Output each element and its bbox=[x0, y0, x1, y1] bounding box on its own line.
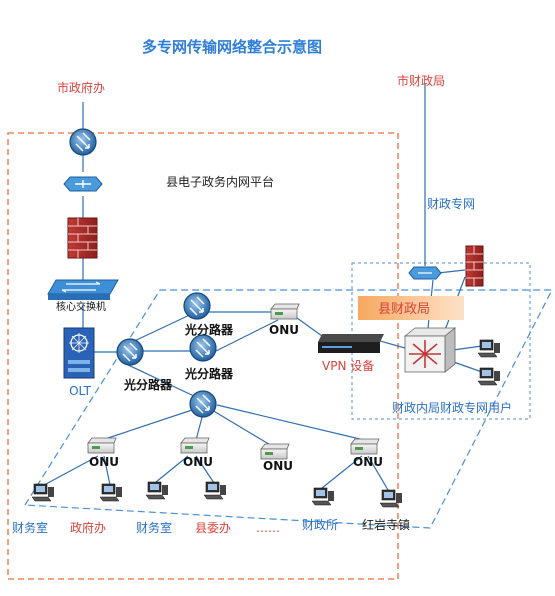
computer-icon bbox=[31, 483, 55, 502]
finance-net-label: 财政专网 bbox=[427, 196, 475, 211]
core-switch-label: 核心交换机 bbox=[56, 300, 106, 313]
splitter-a-icon bbox=[183, 292, 211, 320]
firewall-icon bbox=[67, 217, 98, 259]
computer-icon bbox=[99, 483, 123, 502]
onu-2-label: ONU bbox=[183, 455, 213, 469]
platform-label: 县电子政务内网平台 bbox=[166, 174, 274, 189]
computer-icon bbox=[145, 481, 169, 500]
platform-frame bbox=[7, 132, 399, 580]
splitter-main-icon bbox=[116, 338, 144, 366]
endpoint-label: 财务室 bbox=[12, 520, 48, 535]
finance-hub-icon bbox=[408, 266, 442, 280]
endpoint-label: 红岩寺镇 bbox=[362, 517, 410, 532]
endpoint-label: …… bbox=[256, 521, 280, 535]
computer-icon bbox=[477, 339, 501, 358]
finance-users-label: 财政内局财政专网用户 bbox=[392, 400, 512, 415]
computer-icon bbox=[203, 481, 227, 500]
splitter-b-icon bbox=[189, 334, 217, 362]
onu-top-icon bbox=[270, 303, 300, 320]
lan-zone bbox=[23, 289, 553, 529]
olt-label: OLT bbox=[69, 384, 91, 398]
router-icon bbox=[69, 128, 97, 156]
page-title: 多专网传输网络整合示意图 bbox=[142, 38, 322, 56]
onu-4-icon bbox=[350, 438, 380, 455]
finance-firewall-icon bbox=[465, 245, 484, 287]
endpoint-label: 政府办 bbox=[70, 520, 106, 535]
onu-3-label: ONU bbox=[263, 459, 293, 473]
city-finance-label: 市财政局 bbox=[397, 73, 445, 88]
endpoint-label: 县委办 bbox=[195, 520, 231, 535]
endpoint-label: 财务室 bbox=[136, 520, 172, 535]
finance-router-icon bbox=[403, 327, 457, 373]
computer-icon bbox=[477, 367, 501, 386]
splitter-c-icon bbox=[189, 390, 217, 418]
onu-top-label: ONU bbox=[269, 323, 299, 337]
olt-icon bbox=[63, 327, 95, 379]
hub-router-icon bbox=[63, 176, 103, 192]
county-finance-label: 县财政局 bbox=[378, 302, 430, 317]
splitter-a-label: 光分路器 bbox=[184, 322, 234, 337]
core-switch-icon bbox=[47, 279, 119, 300]
county-finance-box bbox=[358, 296, 464, 320]
endpoint-label: 财政所 bbox=[302, 518, 338, 532]
splitter-main-label: 光分路器 bbox=[123, 377, 173, 392]
city-gov-label: 市政府办 bbox=[57, 80, 105, 95]
splitter-b-label: 光分路器 bbox=[184, 366, 234, 381]
computer-icon bbox=[311, 487, 335, 506]
onu-4-label: ONU bbox=[353, 455, 383, 469]
computer-icon bbox=[379, 489, 403, 508]
onu-1-icon bbox=[87, 437, 117, 454]
onu-2-icon bbox=[180, 437, 210, 454]
onu-3-icon bbox=[260, 443, 290, 460]
vpn-device-icon bbox=[318, 334, 384, 353]
vpn-label: VPN 设备 bbox=[322, 359, 374, 373]
onu-1-label: ONU bbox=[89, 455, 119, 469]
